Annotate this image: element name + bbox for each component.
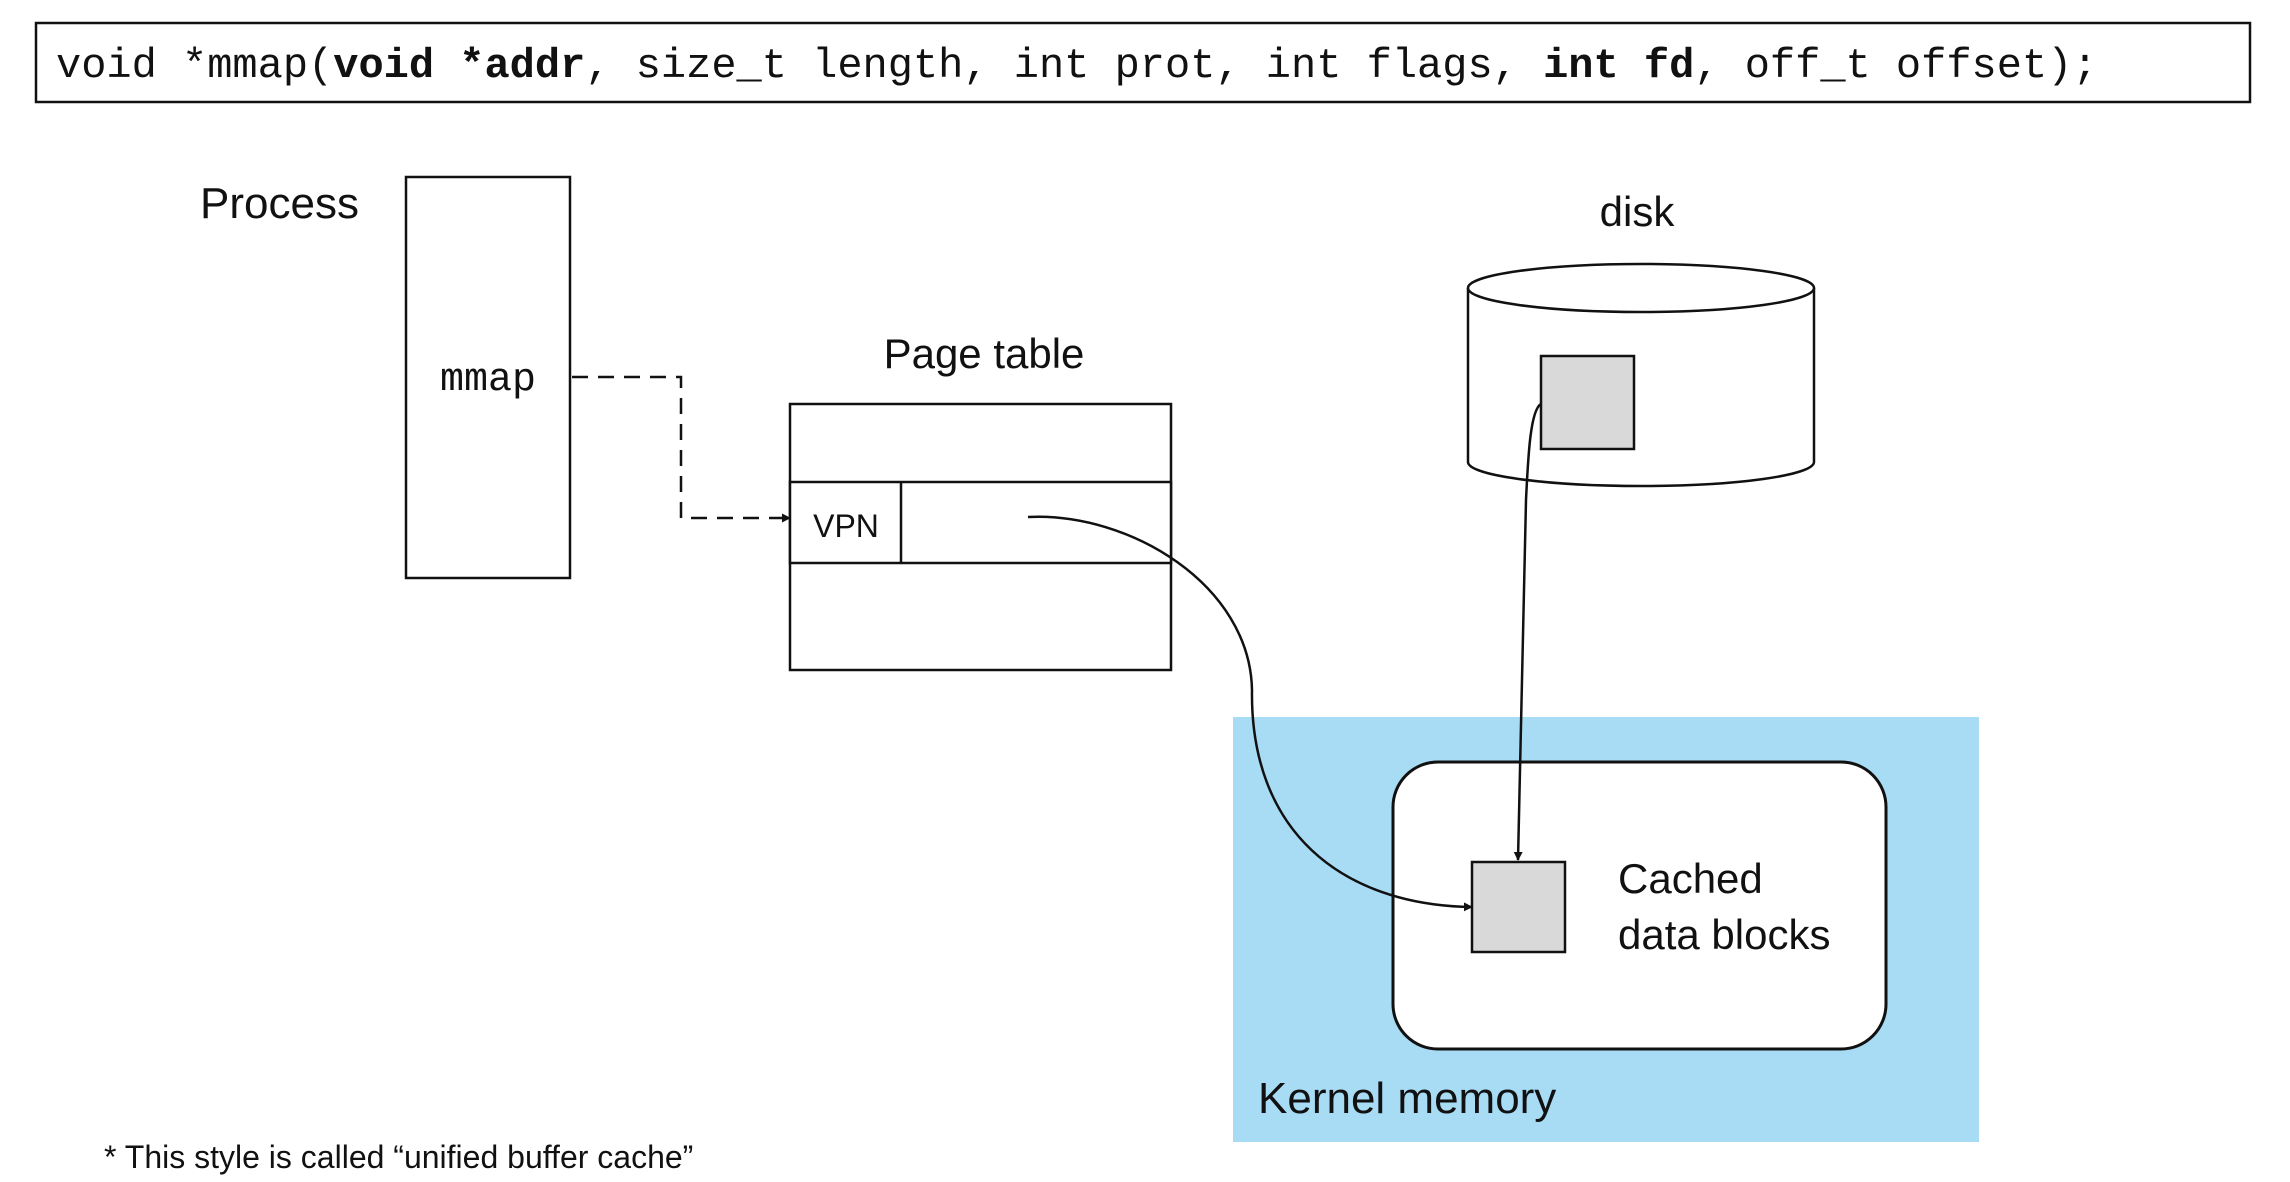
- page-table-entry: [788, 480, 1173, 565]
- disk-block: [1539, 354, 1636, 451]
- process-label: Process: [200, 179, 359, 228]
- cached-data-blocks-label: Cached data blocks: [1618, 855, 1830, 958]
- cached-label-line1: Cached: [1618, 855, 1763, 902]
- vpn-label: VPN: [813, 508, 879, 544]
- page-cache-box: [1391, 760, 1888, 1051]
- cached-label-line2: data blocks: [1618, 911, 1830, 958]
- function-signature: void *mmap(void *addr, size_t length, in…: [34, 21, 2252, 104]
- cached-block: [1470, 860, 1567, 954]
- page-table: Page table VPN: [788, 330, 1173, 672]
- disk-cylinder-body: [1466, 288, 1816, 488]
- signature-part-5: , off_t offset);: [1694, 42, 2097, 90]
- disk-cylinder-top: [1466, 262, 1816, 314]
- mmap-to-vpn-arrow: [572, 375, 791, 523]
- kernel-memory-label: Kernel memory: [1258, 1074, 1556, 1123]
- page-table-title: Page table: [884, 330, 1085, 377]
- process-address-space: [404, 175, 572, 580]
- pte-to-cached-block-arrow: [1027, 515, 1473, 912]
- disk-to-cache-arrow: [1513, 402, 1542, 861]
- signature-part-3: , size_t length, int prot, int flags,: [585, 42, 1543, 90]
- footnote: * This style is called “unified buffer c…: [104, 1139, 693, 1175]
- disk-label: disk: [1600, 188, 1676, 235]
- signature-text: void *mmap(void *addr, size_t length, in…: [56, 42, 2098, 90]
- signature-box: [34, 21, 2252, 104]
- signature-part-2: void *addr: [333, 42, 585, 90]
- signature-part-4: int fd: [1543, 42, 1694, 90]
- process: Process mmap: [200, 175, 572, 580]
- disk: disk: [1466, 188, 1816, 488]
- kernel-memory-region: Kernel memory Cached data blocks: [1233, 717, 1979, 1142]
- mmap-region-label: mmap: [440, 358, 536, 403]
- signature-part-1: void *mmap(: [56, 42, 333, 90]
